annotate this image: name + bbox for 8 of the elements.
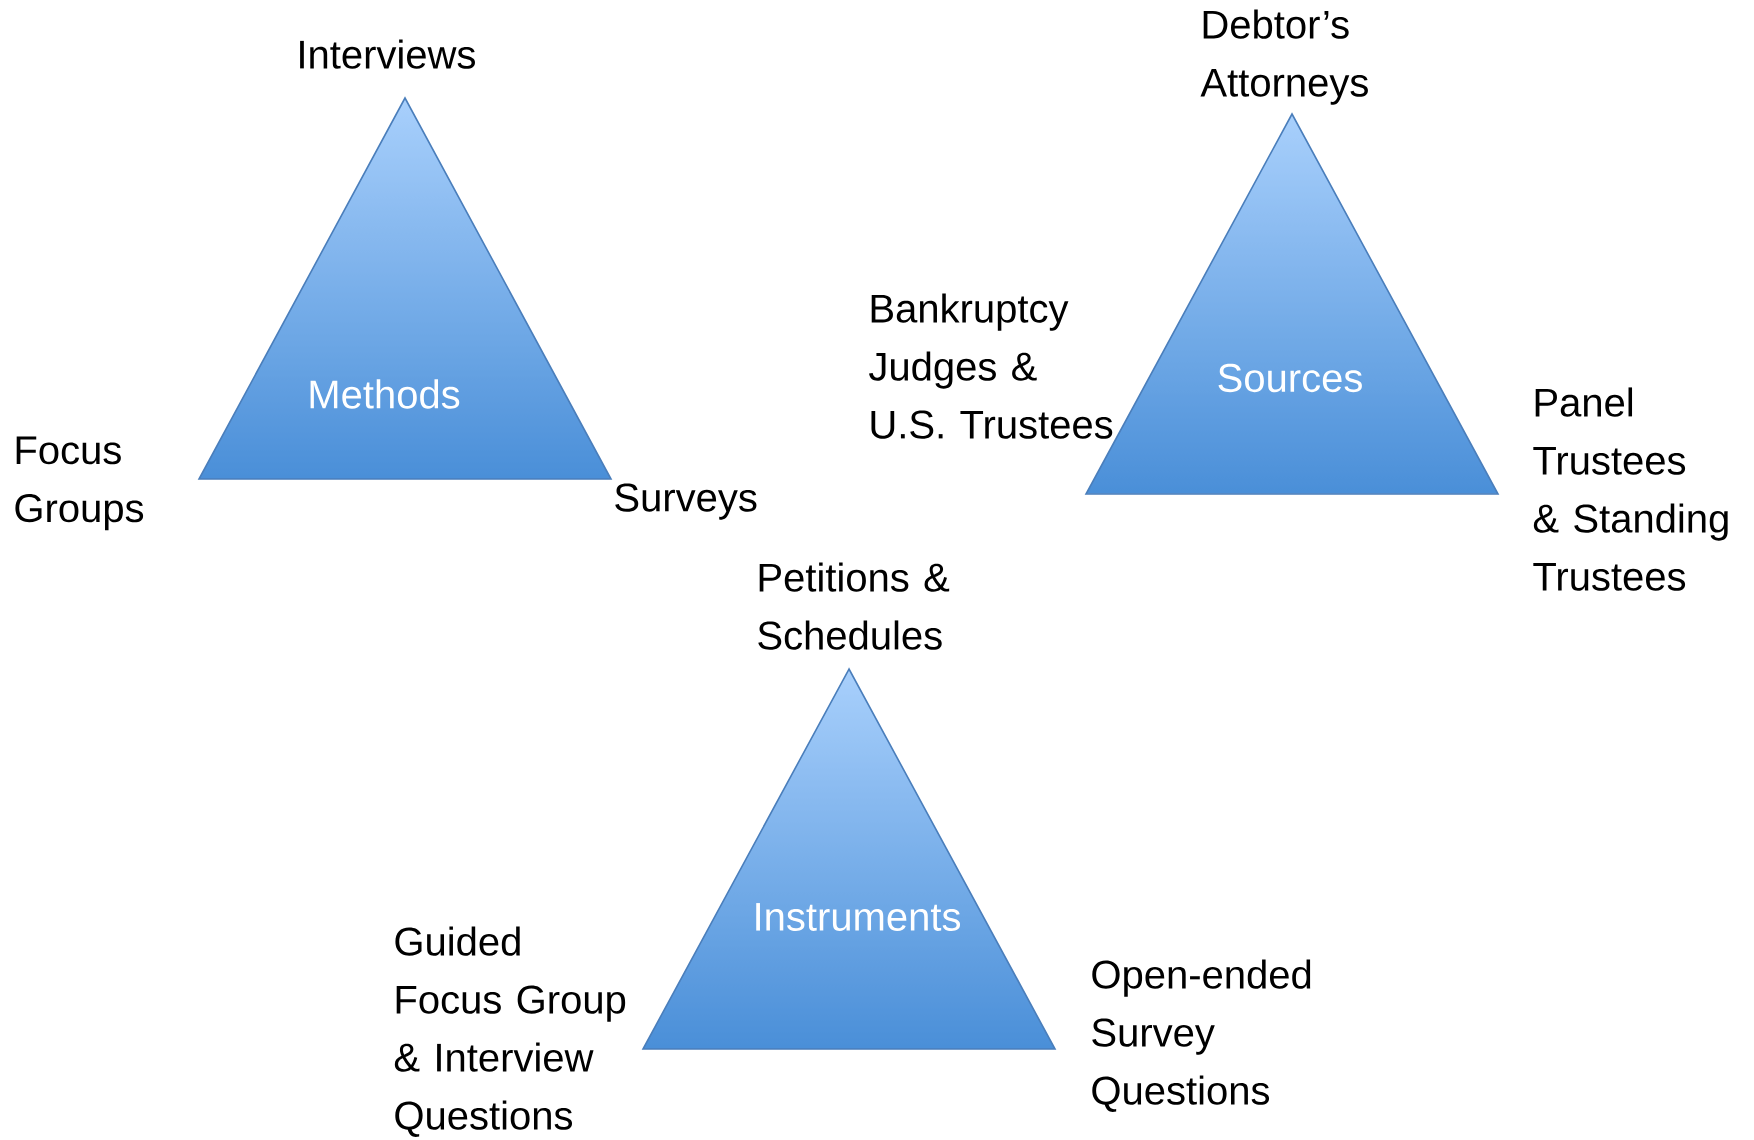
vertex-label: Petitions & Schedules: [758, 562, 950, 650]
vertex-label: Panel Trustees & Standing Trustees: [1533, 387, 1728, 591]
vertex-label: Focus Groups: [15, 436, 144, 531]
vertex-label: Guided Focus Group & Interview Questions: [394, 926, 626, 1137]
vertex-label: Surveys: [615, 483, 757, 520]
vertex-label: Open-ended Survey Questions: [1092, 959, 1311, 1112]
vertex-label: Interviews: [300, 39, 475, 69]
vertex-label: Debtor’s Attorneys: [1200, 9, 1368, 105]
